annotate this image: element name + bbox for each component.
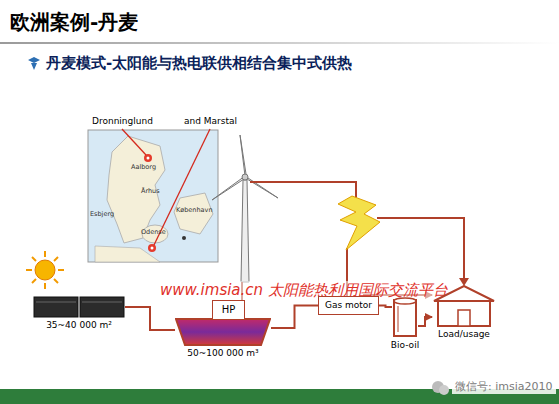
node-caption: 35~40 000 m²	[46, 320, 112, 331]
connector	[125, 307, 175, 330]
wind-turbine	[212, 135, 278, 282]
slide-title: 欧洲案例-丹麦	[10, 9, 138, 36]
map-label: and Marstal	[184, 116, 237, 126]
icon-node: Bio-oil	[391, 296, 420, 351]
map-label: Esbjerg	[90, 210, 114, 218]
subtitle: 丹麦模式-太阳能与热电联供相结合集中式供热	[46, 54, 352, 73]
map-label: Aalborg	[131, 163, 156, 171]
collector-panels	[33, 296, 125, 318]
bullet-icon	[28, 57, 40, 70]
box-label: HP	[222, 304, 236, 316]
icon-node: 35~40 000 m²	[33, 296, 125, 331]
map-label: Dronninglund	[92, 116, 153, 126]
connector	[379, 305, 392, 307]
map-label: København	[176, 206, 213, 214]
title-rule	[0, 42, 559, 44]
process-box: Gas motor	[318, 296, 379, 315]
watermark: www.imsia.cn 太阳能热利用国际交流平台	[158, 281, 450, 300]
map-label: Århus	[141, 187, 160, 195]
sun	[26, 251, 64, 289]
oil-tank	[392, 296, 418, 338]
wechat-icon	[432, 381, 449, 395]
box-label: Gas motor	[325, 300, 372, 311]
storage-pit	[175, 318, 271, 346]
connector	[418, 317, 432, 326]
denmark-map	[88, 129, 218, 262]
node-caption: Load/usage	[438, 329, 490, 340]
icon-node: 50~100 000 m³	[175, 318, 271, 359]
connector	[271, 305, 318, 328]
process-box: HP	[212, 300, 245, 320]
node-caption: Bio-oil	[391, 340, 419, 351]
icon-node: Load/usage	[432, 285, 496, 340]
lightning-bolt	[338, 196, 380, 250]
node-caption: 50~100 000 m³	[187, 348, 258, 359]
map-label: Odense	[141, 228, 166, 236]
wechat-id: 微信号: imsia2010	[452, 379, 556, 394]
house-icon	[432, 285, 496, 327]
